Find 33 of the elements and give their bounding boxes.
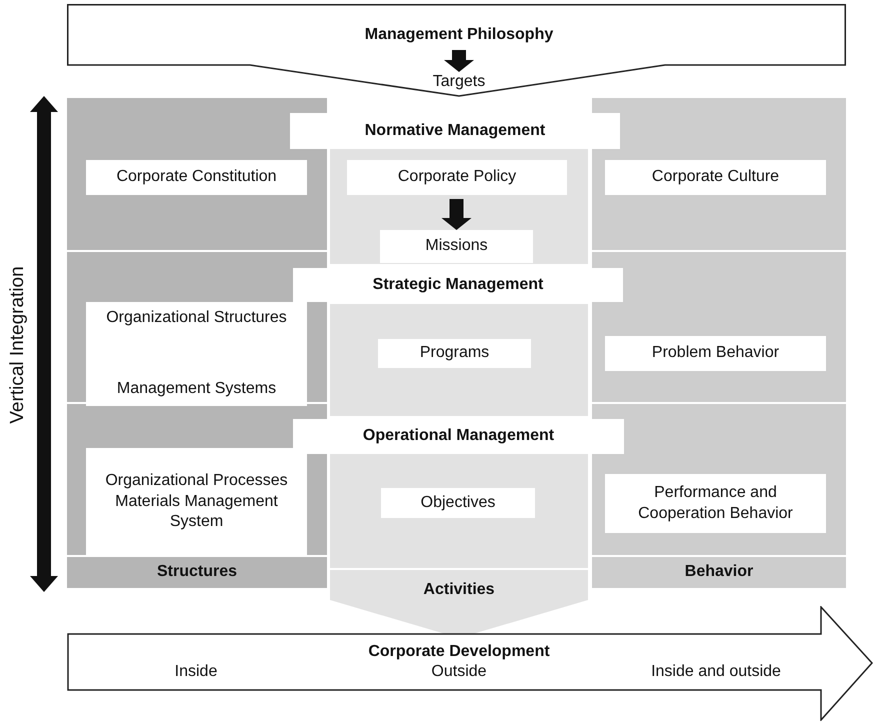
- box-text: Organizational Processes: [105, 470, 288, 491]
- text-box: Problem Behavior: [605, 336, 826, 371]
- text-box: Corporate Culture: [605, 160, 826, 195]
- box-text: Management Systems: [116, 379, 276, 400]
- text-box: Missions: [380, 230, 533, 263]
- arrow-title: Corporate Development: [367, 642, 551, 662]
- box-text: Organizational Structures: [106, 308, 287, 328]
- text-box: [86, 302, 307, 406]
- level-header: Operational Management: [293, 419, 624, 454]
- column-label: Behavior: [684, 562, 754, 582]
- level-header: Strategic Management: [293, 268, 623, 302]
- level-header: Normative Management: [290, 113, 620, 149]
- block-arrow: [442, 199, 472, 230]
- column-panel: [592, 98, 846, 588]
- box-text: Materials Management System: [114, 492, 279, 532]
- text-box: [86, 448, 307, 556]
- text-box: Programs: [378, 339, 531, 368]
- node-text: Targets: [420, 72, 498, 92]
- text-box: Corporate Policy: [347, 160, 567, 195]
- text-box: Objectives: [381, 488, 535, 518]
- text-box: Performance and Cooperation Behavior: [605, 474, 826, 533]
- arrow-caption: Inside and outside: [650, 662, 782, 682]
- arrow-caption: Outside: [430, 662, 488, 682]
- column-label: Structures: [156, 562, 238, 582]
- column-panel: [67, 98, 327, 588]
- column-label: Activities: [422, 580, 496, 600]
- block-arrow: [444, 50, 474, 72]
- banner-shape: [67, 4, 846, 97]
- banner-title: Management Philosophy: [339, 24, 579, 46]
- axis-label: Vertical Integration: [7, 265, 29, 426]
- text-box: Corporate Constitution: [86, 160, 307, 195]
- development-arrow: [67, 606, 875, 721]
- arrow-caption: Inside: [174, 662, 218, 682]
